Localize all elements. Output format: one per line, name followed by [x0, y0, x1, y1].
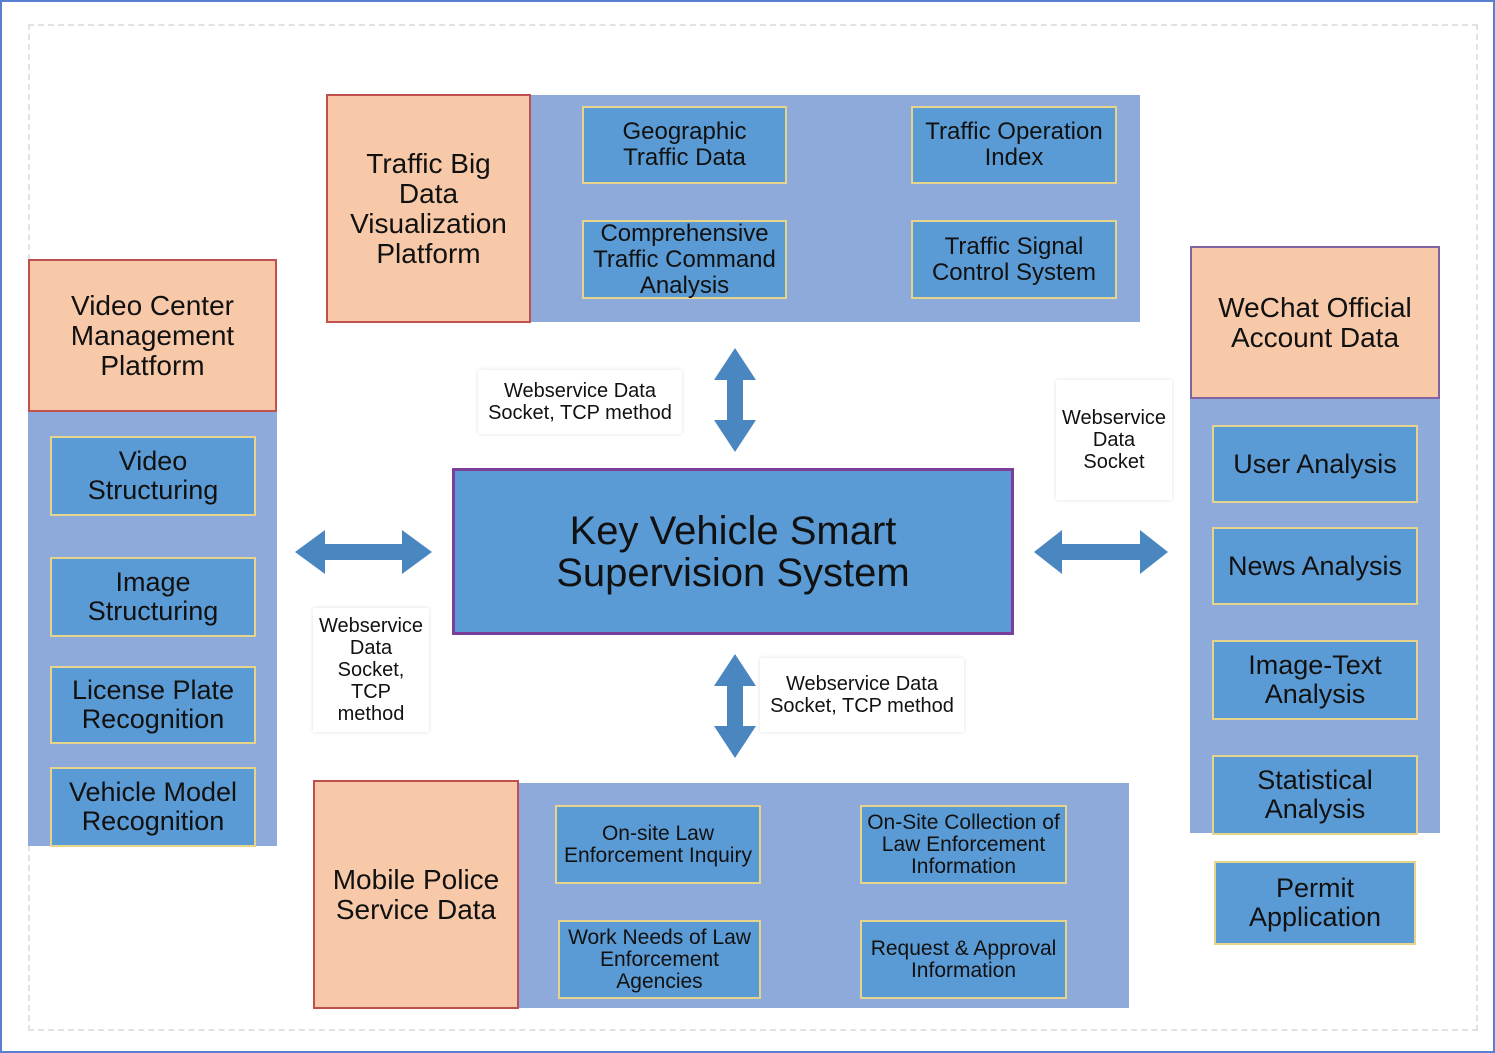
module-traffic-operation-index: Traffic Operation Index: [911, 106, 1117, 184]
module-statistical-analysis: Statistical Analysis: [1212, 755, 1418, 835]
connection-label-top: Webservice Data Socket, TCP method: [478, 370, 682, 434]
bottom-category-box: Mobile Police Service Data: [313, 780, 519, 1009]
bottom-double-arrow: [714, 654, 756, 758]
module-work-needs-of-law-enforcement-agencies: Work Needs of Law Enforcement Agencies: [558, 920, 761, 999]
core-system-box: Key Vehicle Smart Supervision System: [452, 468, 1014, 635]
module-image-structuring: Image Structuring: [50, 557, 256, 637]
module-comprehensive-traffic-command-analysis: Comprehensive Traffic Command Analysis: [582, 220, 787, 299]
top-double-arrow: [714, 348, 756, 452]
module-request-and-approval-information: Request & Approval Information: [860, 920, 1067, 999]
module-traffic-signal-control-system: Traffic Signal Control System: [911, 220, 1117, 299]
module-vehicle-model-recognition: Vehicle Model Recognition: [50, 767, 256, 847]
module-image-text-analysis: Image-Text Analysis: [1212, 640, 1418, 720]
connection-label-bottom: Webservice Data Socket, TCP method: [760, 658, 964, 732]
module-geographic-traffic-data: Geographic Traffic Data: [582, 106, 787, 184]
connection-label-left: Webservice Data Socket, TCP method: [313, 608, 429, 732]
module-news-analysis: News Analysis: [1212, 527, 1418, 605]
module-video-structuring: Video Structuring: [50, 436, 256, 516]
left-category-box: Video Center Management Platform: [28, 259, 277, 412]
module-on-site-collection-of-law-enforcement-information: On-Site Collection of Law Enforcement In…: [860, 805, 1067, 884]
module-user-analysis: User Analysis: [1212, 425, 1418, 503]
left-double-arrow: [295, 530, 432, 574]
module-license-plate-recognition: License Plate Recognition: [50, 666, 256, 744]
connection-label-right: Webservice Data Socket: [1056, 380, 1172, 500]
module-on-site-law-enforcement-inquiry: On-site Law Enforcement Inquiry: [555, 805, 761, 884]
right-double-arrow: [1034, 530, 1168, 574]
top-category-box: Traffic Big Data Visualization Platform: [326, 94, 531, 323]
right-category-box: WeChat Official Account Data: [1190, 246, 1440, 399]
module-permit-application: Permit Application: [1214, 861, 1416, 945]
